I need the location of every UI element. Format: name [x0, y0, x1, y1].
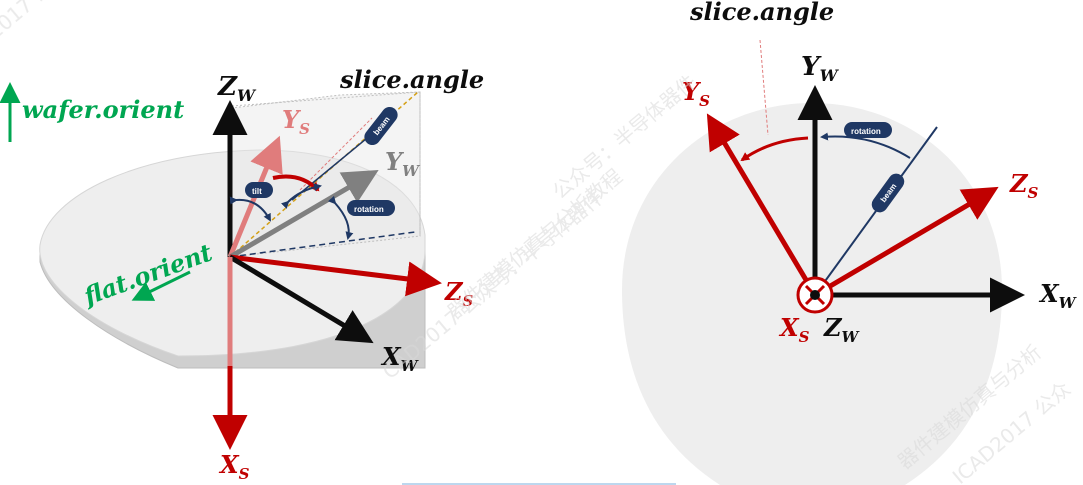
svg-text:tilt: tilt [252, 187, 262, 196]
watermark-text-6: 2017 公众 [0, 0, 73, 44]
tilt-measure-arc [229, 196, 271, 222]
rotation-arc-left [328, 195, 354, 240]
label-zs-left: ZS [444, 277, 474, 310]
label-zw-left: ZW [217, 72, 257, 105]
label-xw-left: XW [380, 342, 420, 375]
slice-angle-label-right: slice.angle [689, 0, 834, 26]
wafer-orient-label: wafer.orient [22, 95, 184, 124]
right-diagram: slice.angle YW YS ZS XW beam rotation [622, 0, 1078, 485]
axis-xw [228, 254, 374, 344]
label-xs-left: XS [218, 450, 250, 483]
label-yw-left: YW [385, 147, 421, 180]
label-zs-right: ZS [1009, 169, 1039, 202]
rotation-reference-line [229, 231, 416, 258]
rotation-capsule-left: rotation [347, 200, 395, 216]
beam-capsule-left: beam [364, 106, 398, 146]
slice-angle-redline-right [759, 39, 769, 136]
label-zw-right: ZW [823, 313, 861, 346]
axis-zs [229, 254, 442, 297]
slice-angle-redline-left [299, 117, 373, 191]
tilt-capsule: tilt [245, 182, 273, 198]
axis-yw [228, 169, 379, 260]
beam-capsule-right: beam [871, 173, 905, 213]
rotation-capsule-right: rotation [844, 122, 892, 138]
slice-angle-arc-right [740, 136, 809, 162]
left-diagram: wafer.orient flat.orient slice.angle ZW … [0, 65, 484, 483]
label-yw-right: YW [801, 52, 840, 85]
axis-ys-right [706, 113, 818, 297]
svg-text:rotation: rotation [354, 205, 384, 214]
beam-angle-arc [280, 183, 322, 210]
rotation-arc-right [820, 132, 911, 159]
flat-orient-arrow [131, 270, 191, 301]
label-xw-right: XW [1038, 279, 1078, 312]
slice-plane-top-edge [231, 91, 421, 107]
slice-angle-label-left: slice.angle [339, 65, 484, 94]
label-ys-left: YS [282, 105, 310, 138]
origin-dot [810, 290, 820, 300]
axis-zs-right [813, 186, 999, 298]
label-xs-right: XS [778, 313, 810, 346]
label-ys-right: YS [682, 77, 710, 110]
svg-text:rotation: rotation [851, 127, 881, 136]
